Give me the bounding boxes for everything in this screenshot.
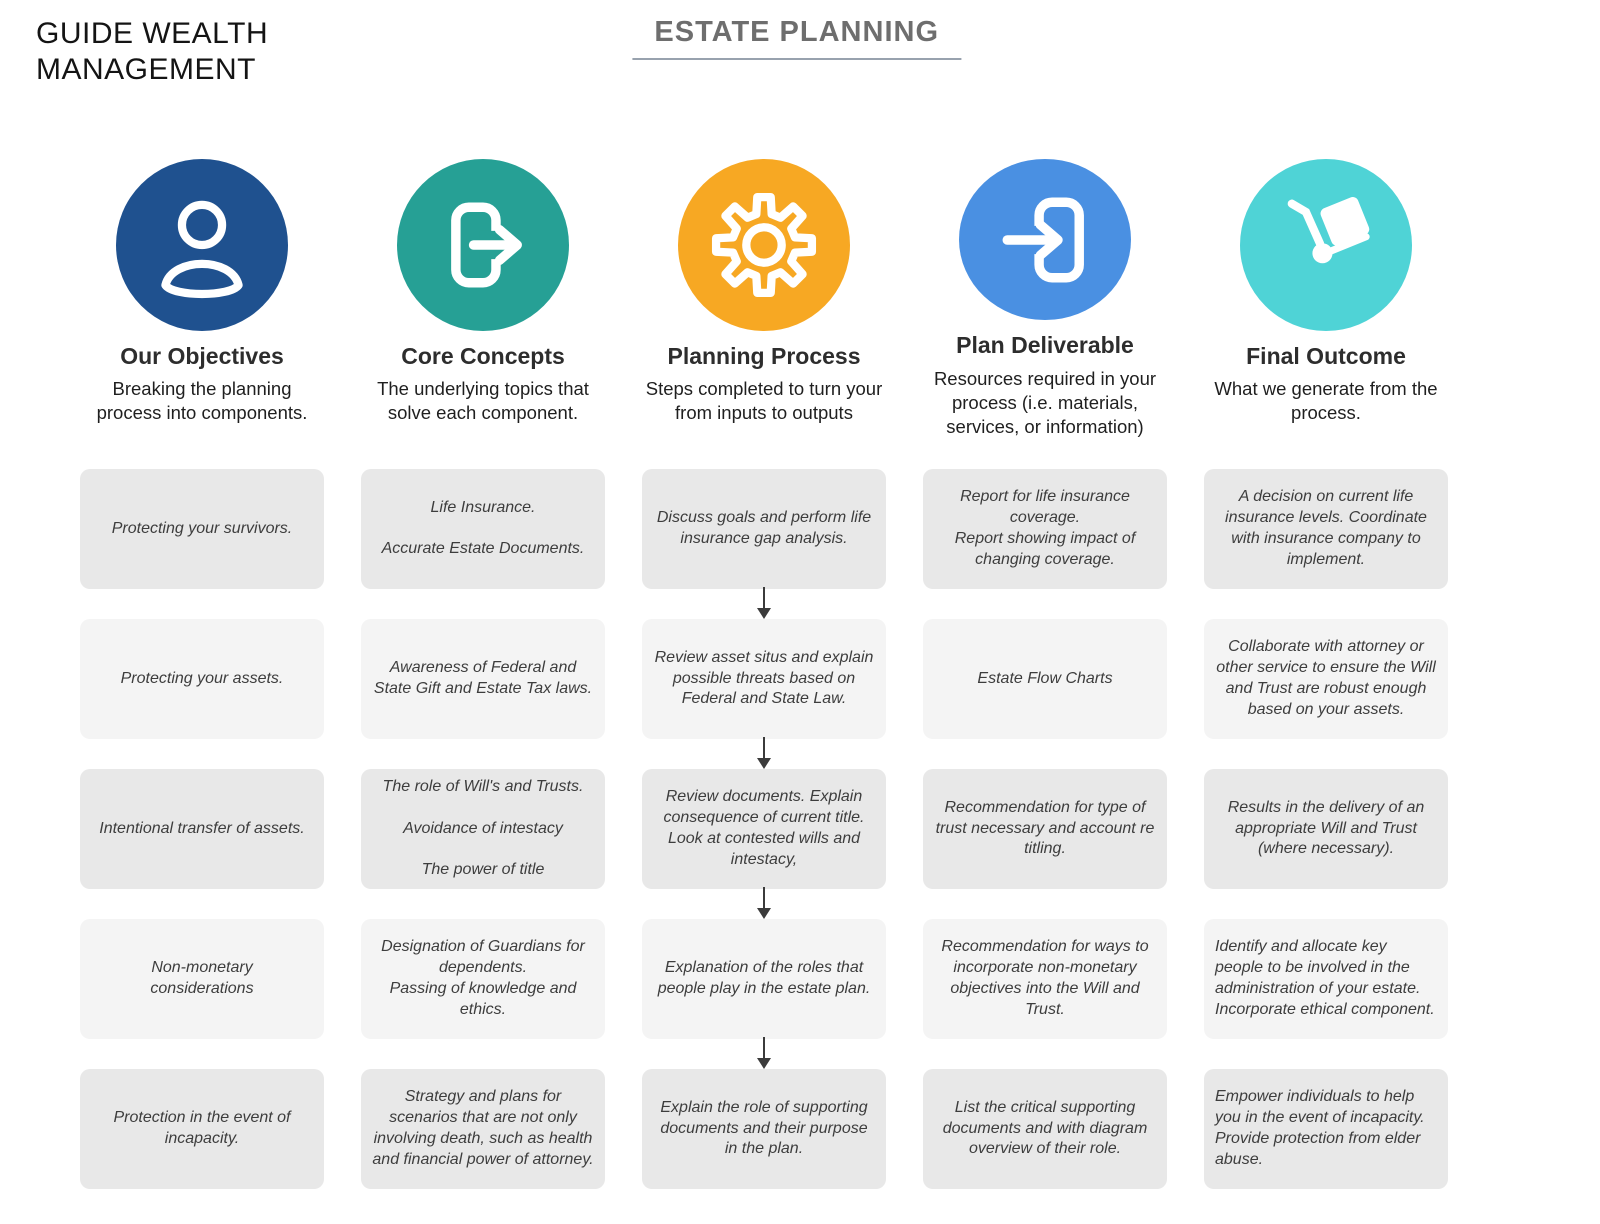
matrix-cell-outcome-2: Collaborate with attorney or other servi… xyxy=(1204,619,1448,739)
matrix-cell-objectives-1: Protecting your survivors. xyxy=(80,469,324,589)
cell-text: Estate Flow Charts xyxy=(977,669,1113,687)
column-description: Steps completed to turn your from inputs… xyxy=(645,378,883,424)
cell-text: Non-monetary considerations xyxy=(150,959,254,997)
planning-process-badge xyxy=(678,159,850,331)
matrix-cell-process-4: Explanation of the roles that people pla… xyxy=(642,919,886,1039)
cell-text: Identify and allocate key people to be i… xyxy=(1215,938,1435,1018)
matrix-cell-objectives-2: Protecting your assets. xyxy=(80,619,324,739)
cell-text: Review asset situs and explain possible … xyxy=(654,648,874,708)
cell-text: Awareness of Federal and State Gift and … xyxy=(373,659,593,697)
matrix-cell-concepts-2: Awareness of Federal and State Gift and … xyxy=(361,619,605,739)
matrix-cell-outcome-4: Identify and allocate key people to be i… xyxy=(1204,919,1448,1039)
final-outcome-badge xyxy=(1240,159,1412,331)
arrow-shaft xyxy=(763,887,765,910)
gear-icon xyxy=(711,192,817,298)
column-description: What we generate from the process. xyxy=(1214,378,1438,424)
cell-text: Collaborate with attorney or other servi… xyxy=(1216,638,1436,718)
column-header-our-objectives: Our Objectives Breaking the planning pro… xyxy=(80,155,324,439)
column-header-planning-process: Planning Process Steps completed to turn… xyxy=(642,155,886,439)
plan-deliverable-badge xyxy=(959,159,1131,321)
estate-planning-matrix: Our Objectives Breaking the planning pro… xyxy=(80,155,1448,1189)
page-title: ESTATE PLANNING xyxy=(632,16,962,60)
arrow-head xyxy=(757,1058,771,1069)
column-heading: Final Outcome xyxy=(1246,343,1406,369)
matrix-cell-concepts-4: Designation of Guardians for dependents.… xyxy=(361,919,605,1039)
matrix-cell-process-3: Review documents. Explain consequence of… xyxy=(642,769,886,889)
cell-text: Explain the role of supporting documents… xyxy=(660,1098,868,1158)
cell-text: Designation of Guardians for dependents.… xyxy=(381,938,585,1018)
matrix-cell-concepts-3: The role of Will's and Trusts. Avoidance… xyxy=(361,769,605,889)
column-description: Breaking the planning process into compo… xyxy=(96,378,308,424)
matrix-cell-outcome-5: Empower individuals to help you in the e… xyxy=(1204,1069,1448,1189)
cell-text: Results in the delivery of an appropriat… xyxy=(1227,798,1425,858)
matrix-cell-outcome-1: A decision on current life insurance lev… xyxy=(1204,469,1448,589)
arrow-shaft xyxy=(763,737,765,760)
sign-in-icon xyxy=(1002,197,1084,283)
arrow-shaft xyxy=(763,1037,765,1060)
core-concepts-badge xyxy=(397,159,569,331)
cell-text: Intentional transfer of assets. xyxy=(99,819,305,837)
matrix-cell-objectives-4: Non-monetary considerations xyxy=(80,919,324,1039)
column-description: Resources required in your process (i.e.… xyxy=(933,367,1157,437)
cell-text: Empower individuals to help you in the e… xyxy=(1215,1088,1425,1168)
matrix-cell-deliverable-2: Estate Flow Charts xyxy=(923,619,1167,739)
flow-arrow-down-4 xyxy=(756,1037,772,1070)
matrix-cell-process-2: Review asset situs and explain possible … xyxy=(642,619,886,739)
matrix-cell-process-5: Explain the role of supporting documents… xyxy=(642,1069,886,1189)
column-header-plan-deliverable: Plan Deliverable Resources required in y… xyxy=(923,155,1167,439)
column-heading: Planning Process xyxy=(667,343,861,369)
column-description: The underlying topics that solve each co… xyxy=(377,378,589,424)
our-objectives-badge xyxy=(116,159,288,331)
cell-text: Recommendation for ways to incorporate n… xyxy=(941,938,1149,1018)
cell-text: Protecting your assets. xyxy=(120,669,284,687)
cell-text: Recommendation for type of trust necessa… xyxy=(935,798,1155,858)
column-heading: Core Concepts xyxy=(401,343,565,369)
matrix-cell-process-1: Discuss goals and perform life insurance… xyxy=(642,469,886,589)
matrix-cell-deliverable-5: List the critical supporting documents a… xyxy=(923,1069,1167,1189)
column-heading: Our Objectives xyxy=(120,343,284,369)
cell-text: The role of Will's and Trusts. Avoidance… xyxy=(382,778,584,879)
cell-text: Life Insurance. Accurate Estate Document… xyxy=(381,498,585,558)
sign-out-icon xyxy=(451,202,522,288)
person-icon xyxy=(161,200,243,299)
cell-text: Explanation of the roles that people pla… xyxy=(657,959,871,997)
cell-text: A decision on current life insurance lev… xyxy=(1225,488,1427,568)
matrix-cell-concepts-5: Strategy and plans for scenarios that ar… xyxy=(361,1069,605,1189)
cell-text: Report for life insurance coverage. Repo… xyxy=(954,488,1136,568)
column-header-core-concepts: Core Concepts The underlying topics that… xyxy=(361,155,605,439)
matrix-cell-deliverable-1: Report for life insurance coverage. Repo… xyxy=(923,469,1167,589)
flow-arrow-down-2 xyxy=(756,737,772,770)
matrix-cell-deliverable-3: Recommendation for type of trust necessa… xyxy=(923,769,1167,889)
cell-text: List the critical supporting documents a… xyxy=(942,1098,1148,1158)
matrix-cell-concepts-1: Life Insurance. Accurate Estate Document… xyxy=(361,469,605,589)
cell-text: Review documents. Explain consequence of… xyxy=(663,788,865,868)
matrix-cell-objectives-3: Intentional transfer of assets. xyxy=(80,769,324,889)
arrow-head xyxy=(757,908,771,919)
arrow-shaft xyxy=(763,587,765,610)
company-logo: GUIDE WEALTH MANAGEMENT xyxy=(36,17,269,86)
cell-text: Protecting your survivors. xyxy=(111,519,293,537)
cell-text: Protection in the event of incapacity. xyxy=(113,1109,291,1147)
flow-arrow-down-1 xyxy=(756,587,772,620)
flow-arrow-down-3 xyxy=(756,887,772,920)
column-header-final-outcome: Final Outcome What we generate from the … xyxy=(1204,155,1448,439)
cell-text: Discuss goals and perform life insurance… xyxy=(656,509,872,547)
hand-truck-icon xyxy=(1287,197,1370,264)
matrix-cell-deliverable-4: Recommendation for ways to incorporate n… xyxy=(923,919,1167,1039)
matrix-cell-objectives-5: Protection in the event of incapacity. xyxy=(80,1069,324,1189)
arrow-head xyxy=(757,758,771,769)
column-heading: Plan Deliverable xyxy=(956,332,1134,359)
cell-text: Strategy and plans for scenarios that ar… xyxy=(372,1088,594,1168)
matrix-cell-outcome-3: Results in the delivery of an appropriat… xyxy=(1204,769,1448,889)
arrow-head xyxy=(757,608,771,619)
